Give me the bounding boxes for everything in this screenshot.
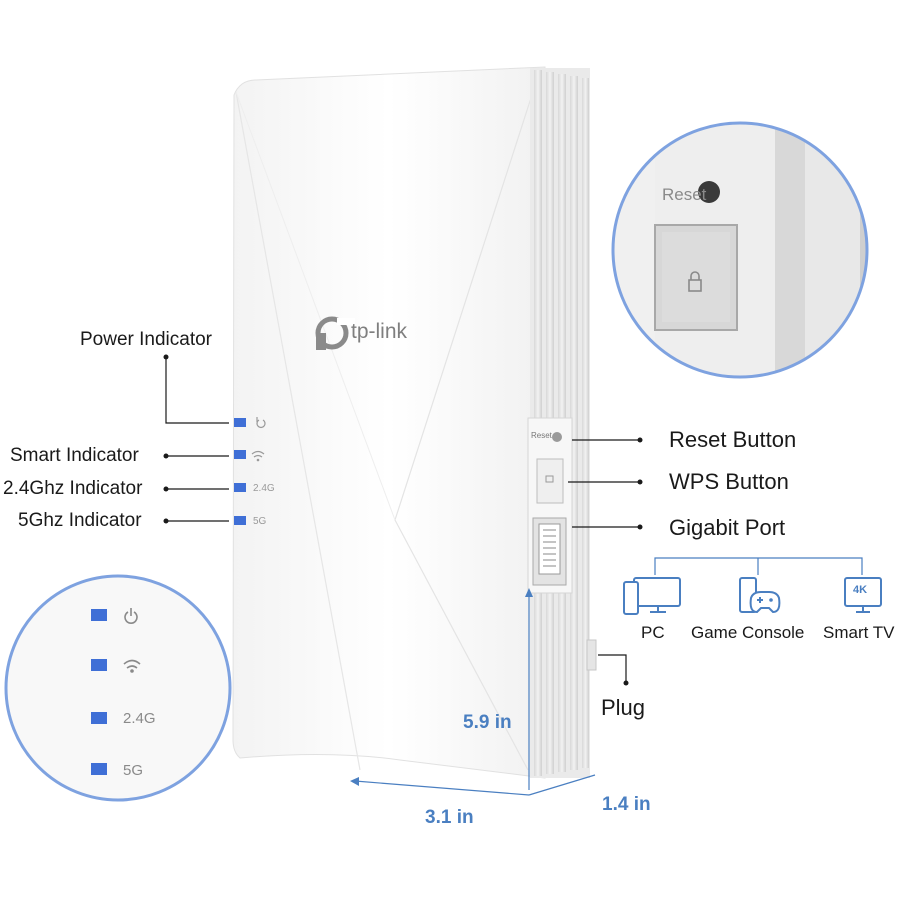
plug-label: Plug [601, 695, 646, 720]
indicator-zoom-circle [4, 574, 232, 802]
depth-dimension: 1.4 in [602, 794, 651, 815]
pc-label: PC [641, 623, 665, 642]
device-led-24g: 2.4G [253, 483, 275, 494]
reset-text-zoom: Reset [662, 185, 707, 204]
gigabit-port-label: Gigabit Port [669, 515, 786, 540]
tp-link-logo-mark [315, 316, 355, 350]
zoom-item-5g: 5G [123, 762, 144, 779]
brand-logo: tp-link [351, 320, 408, 343]
game-console-label: Game Console [691, 623, 805, 642]
reset-text-side: Reset [531, 431, 552, 440]
width-dimension: 3.1 in [425, 807, 474, 828]
smart-indicator-label: Smart Indicator [10, 445, 139, 466]
smart-tv-label: Smart TV [823, 623, 895, 642]
height-dimension: 5.9 in [463, 712, 512, 733]
pc-icon [623, 577, 681, 615]
zoom-item-24g: 2.4G [123, 710, 156, 727]
wps-button-label: WPS Button [669, 469, 789, 494]
5ghz-indicator-label: 5Ghz Indicator [18, 510, 142, 531]
power-indicator-label: Power Indicator [80, 329, 213, 350]
24ghz-indicator-label: 2.4Ghz Indicator [3, 478, 143, 499]
reset-zoom-circle [611, 121, 869, 379]
4k-badge: 4K [853, 584, 868, 596]
device-led-5g: 5G [253, 516, 267, 527]
smart-tv-icon [844, 577, 882, 613]
game-console-icon [739, 577, 781, 614]
reset-button-label: Reset Button [669, 427, 797, 452]
